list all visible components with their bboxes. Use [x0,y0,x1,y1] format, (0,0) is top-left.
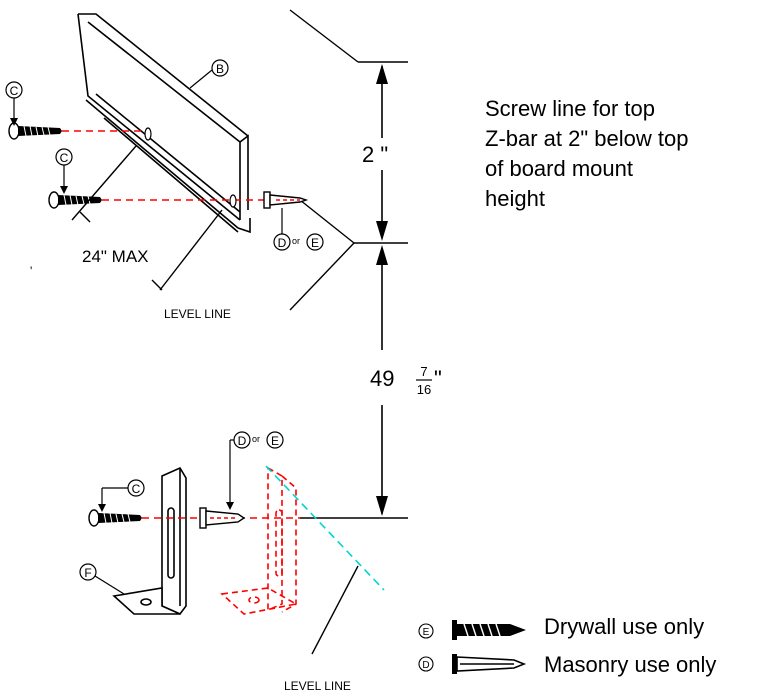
note-line-4: height [485,186,545,211]
svg-text:F: F [84,566,91,580]
svg-text:7: 7 [420,364,427,379]
level-line-leader [311,565,359,655]
masonry-anchor-icon [452,654,527,674]
screw-line-note: Screw line for top Z-bar at 2" below top… [485,94,688,214]
svg-text:D: D [278,236,287,250]
svg-text:49: 49 [370,366,394,391]
callout-c-upper: C [5,81,23,126]
svg-text:B: B [216,62,224,76]
screw-c-bottom [88,509,142,527]
svg-text:or: or [252,434,260,444]
max-spacing-dimension [71,145,223,291]
screw-guide-lines [62,130,300,201]
level-line-label-bottom: LEVEL LINE [284,679,351,693]
svg-text:C: C [10,84,19,98]
z-bar-hole-lower [229,194,237,208]
note-line-3: of board mount [485,156,633,181]
svg-text:or: or [292,236,300,246]
z-bar [77,13,251,234]
top-extension-lines [289,9,408,311]
callout-b: B [189,59,229,89]
dimension-main-label: 49 7 16 " [370,364,442,397]
svg-text:E: E [423,627,430,638]
callout-d-or-e-top: D or E [273,208,324,251]
legend-drywall: E [418,620,526,640]
level-line-cyan [265,465,385,591]
ghost-bracket [220,466,299,615]
svg-text:C: C [60,151,69,165]
dimension-arrows [376,64,388,516]
svg-text:E: E [311,236,319,250]
callout-f: F [79,563,125,595]
stray-mark: ' [30,264,32,278]
legend-masonry: D [418,654,527,674]
callout-d-or-e-bottom: D or E [226,431,284,510]
dimension-top-label: 2 " [362,142,388,167]
drywall-anchor-icon [452,620,526,640]
callout-c-bottom: C [98,479,145,512]
note-line-1: Screw line for top [485,96,655,121]
legend-masonry-text: Masonry use only [544,652,717,677]
svg-text:C: C [132,482,141,496]
z-bar-hole-upper [144,127,152,141]
svg-text:D: D [238,434,247,448]
svg-text:E: E [271,434,279,448]
level-line-label-top: LEVEL LINE [164,307,231,321]
note-line-2: Z-bar at 2" below top [485,126,689,151]
svg-text:": " [434,366,442,391]
screw-c-upper [8,122,62,140]
callout-c-lower: C [55,148,73,194]
svg-text:D: D [422,660,429,671]
svg-text:16: 16 [417,382,431,397]
bracket-f [112,466,187,615]
anchor-top [263,191,309,209]
anchor-bottom [199,507,246,529]
max-spacing-label: 24" MAX [82,247,149,266]
legend-drywall-text: Drywall use only [544,614,705,639]
